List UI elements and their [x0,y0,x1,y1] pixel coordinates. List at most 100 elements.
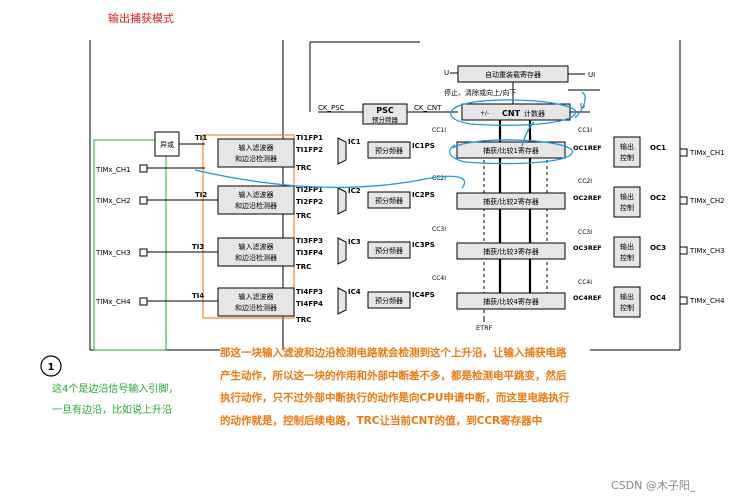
filter-label-1: 输入滤波器 [239,143,274,152]
ti-label: TI4 [192,292,204,300]
ccr-register [456,141,566,159]
input-filter [217,138,295,168]
etrf-label: ETRF [476,324,493,332]
pin-out-label: TIMx_CH3 [689,247,725,255]
psc-block [362,103,408,125]
output-label-1: 输出 [620,292,634,301]
pin-out-pad [679,148,688,157]
prescaler [367,291,411,309]
cc-label: CC4I [432,275,446,282]
ic-label: IC4 [348,288,361,296]
fp-b-label: TI2FP2 [296,198,323,206]
pin-out-label: TIMx_CH2 [689,197,725,205]
xor-label: 异或 [160,140,174,149]
cc-out-label: CC1I [578,127,592,134]
fp-a-label: TI2FP1 [296,186,323,194]
output-label-2: 控制 [620,253,634,262]
ui-label: UI [588,71,595,79]
channel-3: TIMx_CH3 TI3 输入滤波器 和边沿检测器 TI3FP3 TI3FP4 … [95,226,725,271]
stop-clear-label: 停止、清除或向上/向下 [444,88,516,97]
ccr-label: 捕获/比较2寄存器 [483,197,539,206]
pin-out-pad [679,246,688,255]
mux [337,137,347,165]
trc-label: TRC [296,263,311,271]
output-label-1: 输出 [620,192,634,201]
fp-a-label: TI4FP3 [296,288,323,296]
ccr-register [456,192,566,210]
ic-label: IC2 [348,187,361,195]
cc-out-label: CC3I [578,229,592,236]
output-control [613,236,641,268]
ref-label: OC1REF [573,144,602,152]
fp-a-label: TI3FP3 [296,237,323,245]
oc-label: OC4 [650,294,666,302]
filter-label-2: 和边沿检测器 [235,154,277,163]
channel-2: TIMx_CH2 TI2 输入滤波器 和边沿检测器 TI2FP1 TI2FP2 … [95,175,725,220]
orange-note-line-4: 的动作就是，控制后续电路，TRC让当前CNT的值，到CCR寄存器中 [220,414,542,427]
pin-in-label: TIMx_CH4 [95,298,131,306]
trc-label: TRC [296,212,311,220]
ref-label: OC4REF [573,294,602,302]
pin-in-label: TIMx_CH1 [95,166,131,174]
circle-number: 1 [48,362,55,373]
output-label-2: 控制 [620,153,634,162]
filter-highlight [202,134,295,319]
trc-label: TRC [296,316,311,324]
fp-a-label: TI1FP1 [296,134,323,142]
filter-label-2: 和边沿检测器 [235,253,277,262]
input-filter [217,237,295,267]
cnt-label: CNT [502,109,521,118]
prescaler-label: 预分频器 [375,296,403,305]
ck-cnt-label: CK_CNT [414,104,442,112]
capture-arrow [521,121,535,147]
ccr-register [456,292,566,310]
xor-block [154,131,180,157]
ti-label: TI2 [195,191,207,199]
u-label-cnt: U [580,102,585,110]
oc-label: OC2 [650,194,666,202]
icps-label: IC2PS [412,191,435,199]
circle-number-badge [40,355,62,377]
filter-label-1: 输入滤波器 [239,190,274,199]
input-filter [217,287,295,317]
input-filter [217,185,295,215]
pin-in-pad [139,297,148,306]
output-label-1: 输出 [620,142,634,151]
ccr-label: 捕获/比较4寄存器 [483,297,539,306]
ref-label: OC3REF [573,244,602,252]
icps-label: IC4PS [412,291,435,299]
pin-out-label: TIMx_CH1 [689,149,725,157]
csdn-watermark: CSDN @木子阳_ [611,479,696,492]
oc-label: OC1 [650,144,666,152]
ccr1-highlight-circle [449,139,573,165]
pin-out-pad [679,296,688,305]
ic-label: IC3 [348,238,361,246]
cc-label: CC2I [432,175,446,182]
ref-label: OC2REF [573,194,602,202]
fp-b-label: TI1FP2 [296,146,323,154]
u-label-top: U [444,69,449,77]
pin-in-label: TIMx_CH3 [95,249,131,257]
channel-4: TIMx_CH4 TI4 输入滤波器 和边沿检测器 TI4FP3 TI4FP4 … [95,275,725,324]
icps-label: IC1PS [412,142,435,150]
channel-1: TIMx_CH1 TI1 输入滤波器 和边沿检测器 TI1FP1 TI1FP2 … [95,127,725,174]
pin-out-pad [679,196,688,205]
auto-reload-label: 自动重装载寄存器 [485,70,541,79]
filter-label-1: 输入滤波器 [239,242,274,251]
pin-out-label: TIMx_CH4 [689,297,725,305]
cc-label: CC1I [432,127,446,134]
input-pins-highlight [93,139,167,351]
ccr-label: 捕获/比较3寄存器 [483,247,539,256]
ck-psc-label: CK_PSC [318,104,345,112]
cc-out-label: CC2I [578,178,592,185]
output-label-2: 控制 [620,203,634,212]
mux [337,187,347,215]
plus-minus-label: +/- [480,110,489,117]
cc-label: CC3I [432,226,446,233]
output-control [613,136,641,168]
ui-highlight-stroke [574,91,586,119]
orange-note-line-3: 执行动作，只不过外部中断执行的动作是向CPU申请中断，而这里电路执行 [220,391,570,404]
cc-out-label: CC4I [578,279,592,286]
output-label-2: 控制 [620,303,634,312]
orange-note-line-1: 那这一块输入滤波和边沿检测电路就会检测到这个上升沿，让输入捕获电路 [220,346,567,359]
